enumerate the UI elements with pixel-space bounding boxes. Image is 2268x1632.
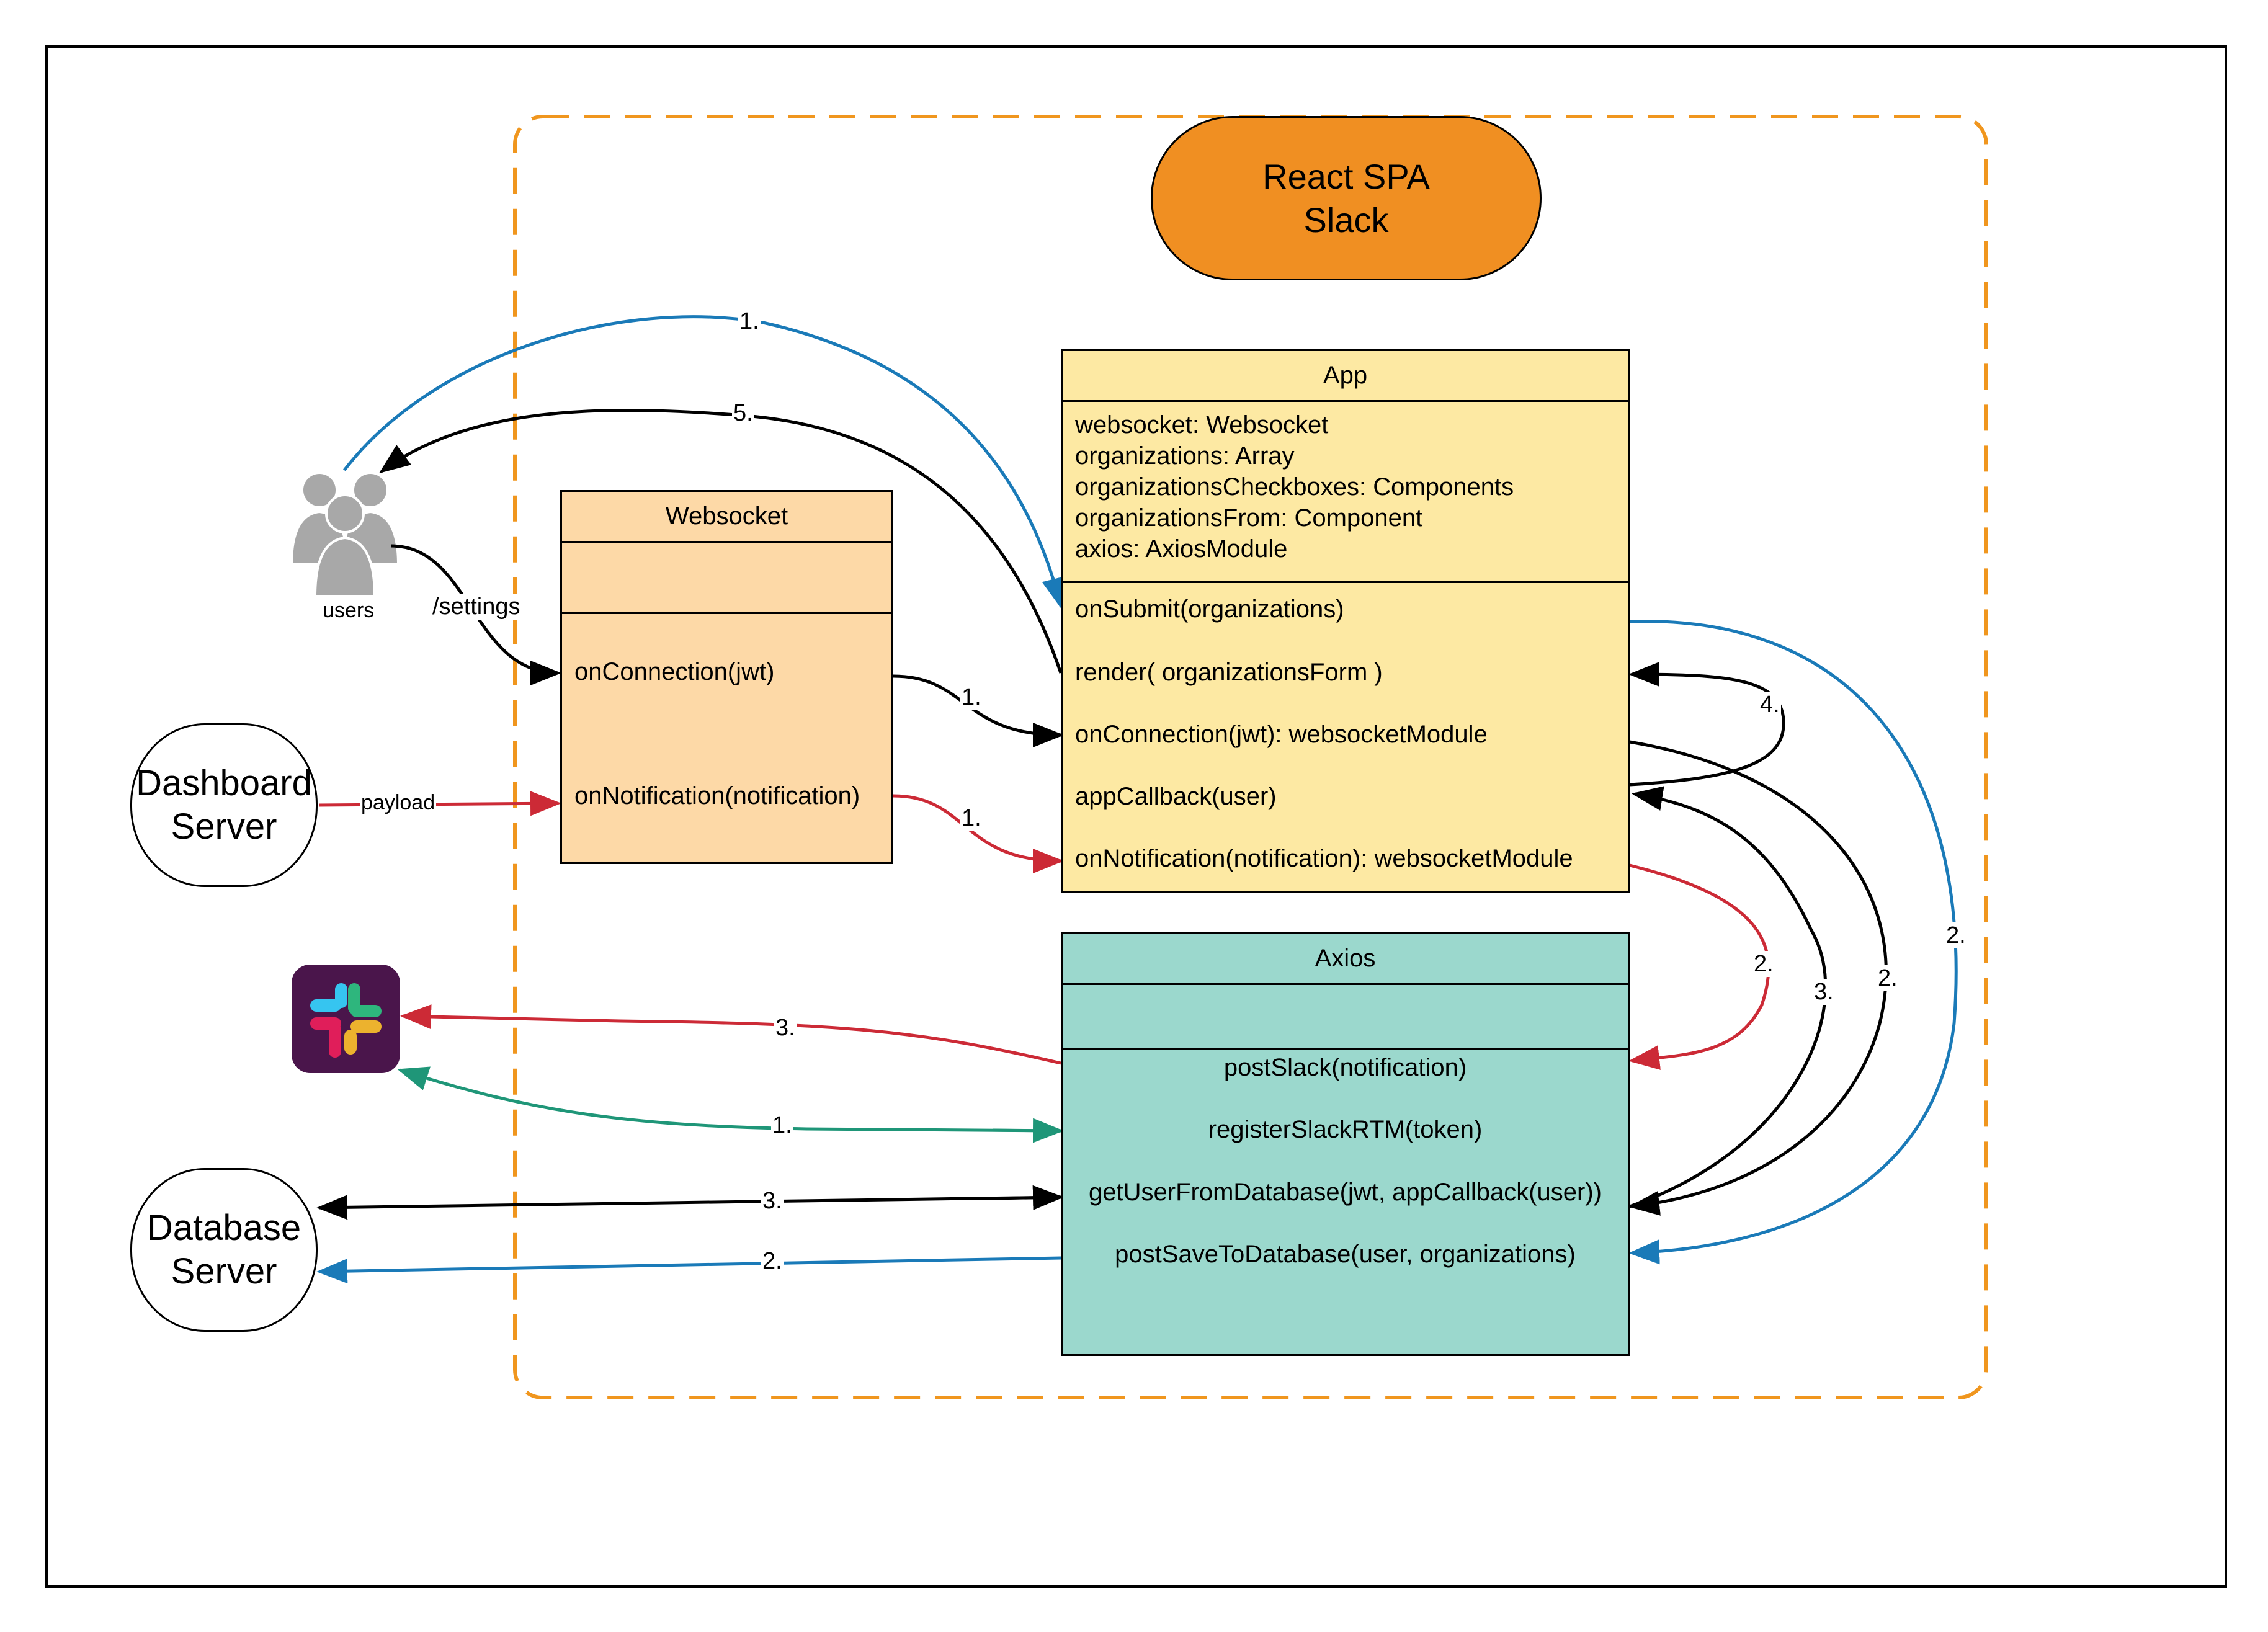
edge-db-get-head xyxy=(992,1185,1064,1210)
edge-label-users-to-app: 1. xyxy=(738,308,761,334)
edge-app-to-axios-db xyxy=(1628,740,1888,1216)
dashboard-server: Dashboard Server xyxy=(130,723,318,887)
database-server-line-2: Server xyxy=(171,1251,277,1291)
axios-method: getUserFromDatabase(jwt, appCallback(use… xyxy=(1089,1179,1602,1206)
edge-label-ws-notification: 1. xyxy=(960,805,983,831)
axios-class: Axios postSlack(notification) registerSl… xyxy=(1061,932,1630,1356)
edge-label-submit-to-axios: 2. xyxy=(1945,922,1967,948)
websocket-class-attributes xyxy=(562,543,891,614)
app-class-title: App xyxy=(1063,351,1628,402)
app-attribute: organizationsFrom: Component xyxy=(1075,504,1423,532)
app-attribute: websocket: Websocket xyxy=(1075,411,1329,439)
axios-class-attributes xyxy=(1063,985,1628,1050)
app-class-attributes: websocket: Websocket organizations: Arra… xyxy=(1063,402,1628,583)
app-method: onConnection(jwt): websocketModule xyxy=(1075,721,1488,748)
edge-label-callback-return: 3. xyxy=(1813,979,1835,1005)
dashboard-server-line-1: Dashboard xyxy=(136,763,312,803)
dashboard-server-line-2: Server xyxy=(171,806,277,847)
edge-db-save xyxy=(316,1256,1061,1284)
edge-label-rtm-to-slack: 1. xyxy=(771,1112,793,1138)
app-method: onNotification(notification): websocketM… xyxy=(1075,845,1573,872)
edge-db-get xyxy=(316,1195,1061,1220)
outer-frame xyxy=(45,45,2227,1588)
websocket-class: Websocket onConnection(jwt) onNotificati… xyxy=(560,490,893,864)
app-attribute: organizations: Array xyxy=(1075,442,1295,470)
app-class: App websocket: Websocket organizations: … xyxy=(1061,349,1630,893)
app-attribute: organizationsCheckboxes: Components xyxy=(1075,473,1514,501)
edge-label-db-save: 2. xyxy=(761,1248,784,1274)
app-method: appCallback(user) xyxy=(1075,783,1277,810)
pill-line-1: React SPA xyxy=(1262,156,1430,196)
websocket-method: onConnection(jwt) xyxy=(574,658,775,685)
axios-class-title: Axios xyxy=(1063,934,1628,985)
websocket-class-title: Websocket xyxy=(562,492,891,543)
edge-label-axios-to-slack: 3. xyxy=(774,1015,797,1041)
edge-label-app-to-users: 5. xyxy=(732,400,754,426)
edge-rtm-to-slack xyxy=(397,1066,1061,1133)
react-spa-pill: React SPA Slack xyxy=(1151,116,1542,280)
axios-method: postSaveToDatabase(user, organizations) xyxy=(1115,1241,1576,1268)
edge-label-app-self: 4. xyxy=(1759,692,1781,718)
edge-rtm-head xyxy=(992,1118,1064,1143)
database-server-line-1: Database xyxy=(146,1208,301,1248)
edge-submit-to-axios xyxy=(1628,620,1958,1265)
axios-method: postSlack(notification) xyxy=(1223,1054,1467,1081)
edge-users-to-app xyxy=(343,315,1066,609)
app-method: onSubmit(organizations) xyxy=(1075,595,1344,623)
users-label: users xyxy=(323,599,375,622)
slack-icon xyxy=(292,965,400,1073)
edge-callback-return xyxy=(1629,786,1828,1208)
edge-app-to-axios-slack xyxy=(1628,863,1770,1070)
pill-line-2: Slack xyxy=(1303,200,1389,239)
edge-label-app-to-axios-db: 2. xyxy=(1877,965,1899,991)
edge-label-app-to-axios-slack: 2. xyxy=(1752,951,1775,977)
edge-payload xyxy=(319,791,561,816)
edge-app-self xyxy=(1628,662,1785,787)
edge-label-ws-connection: 1. xyxy=(960,684,983,710)
websocket-method: onNotification(notification) xyxy=(574,782,860,809)
app-method: render( organizationsForm ) xyxy=(1075,659,1383,686)
database-server: Database Server xyxy=(130,1168,318,1332)
app-attribute: axios: AxiosModule xyxy=(1075,535,1288,563)
edge-label-settings: /settings xyxy=(431,594,522,620)
axios-method: registerSlackRTM(token) xyxy=(1208,1116,1483,1143)
edge-axios-to-slack xyxy=(400,1004,1061,1065)
edge-label-payload: payload xyxy=(360,790,437,816)
users-icon xyxy=(290,471,400,598)
edge-label-db-get: 3. xyxy=(761,1188,784,1214)
